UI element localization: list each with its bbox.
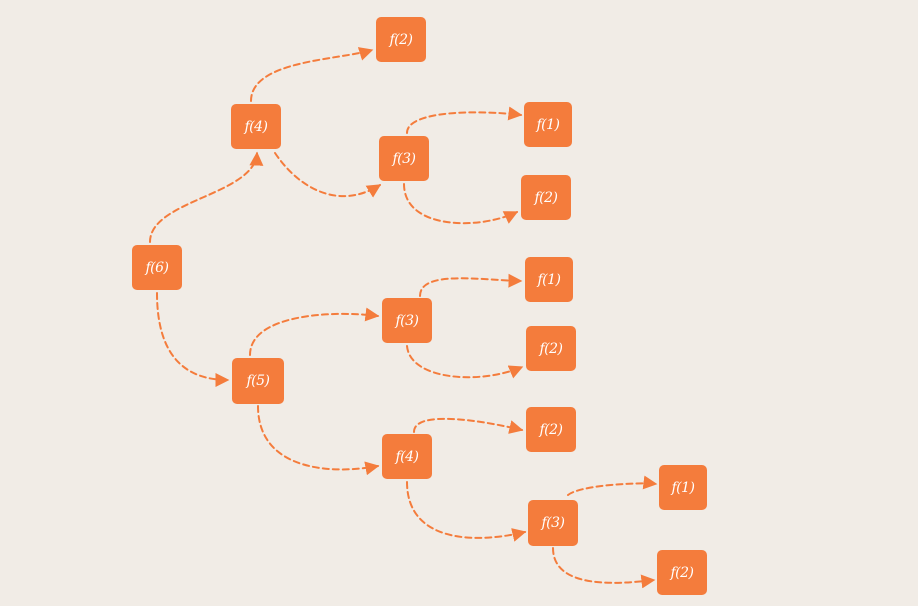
edge-f5-to-f3 [249,307,380,356]
node-f2-top[interactable]: f(2) [376,17,426,62]
node-label: f(1) [536,116,560,133]
node-f3-top[interactable]: f(3) [379,136,429,181]
node-f2-e[interactable]: f(2) [657,550,707,595]
node-label: f(1) [537,271,561,288]
node-label: f(4) [244,118,268,135]
node-f1-b[interactable]: f(1) [525,257,573,302]
edge-f3-to-f1-a [406,106,523,134]
node-f2-d[interactable]: f(2) [526,407,576,452]
node-label: f(5) [246,373,270,389]
node-label: f(2) [534,189,558,206]
node-f2-c[interactable]: f(2) [526,326,576,371]
node-label: f(1) [671,479,695,496]
node-f1-c[interactable]: f(1) [659,465,707,510]
edge-f4-to-f2-d [413,417,524,434]
node-label: f(2) [539,421,563,438]
edge-f6-to-f5 [156,292,230,387]
node-f3-bottom[interactable]: f(3) [528,500,578,546]
edge-f3-to-f1-b [419,273,523,297]
node-label: f(3) [395,312,419,329]
node-f4-left[interactable]: f(4) [231,104,281,149]
node-f1-a[interactable]: f(1) [524,102,572,147]
node-f6[interactable]: f(6) [132,245,182,290]
edge-f5-to-f4 [257,405,380,476]
edge-f4-to-f3-c [406,481,527,542]
node-f4-lower[interactable]: f(4) [382,434,432,479]
node-f3-mid[interactable]: f(3) [382,298,432,343]
edge-f4-to-f2-top [250,47,374,102]
node-label: f(2) [670,564,694,581]
node-label: f(3) [541,515,565,531]
edge-f3-to-f2-a [403,183,519,225]
node-f5[interactable]: f(5) [232,358,284,404]
edge-f4-to-f3-top [274,152,382,198]
edge-f3-to-f2-b [406,345,524,379]
node-label: f(3) [392,150,416,167]
node-label: f(2) [389,31,413,48]
node-label: f(2) [539,340,563,357]
node-label: f(6) [145,259,169,276]
node-f2-b[interactable]: f(2) [521,175,571,220]
node-label: f(4) [395,448,419,465]
edge-f3-to-f1-c [567,475,658,496]
edge-f3-to-f2-e [552,547,656,589]
edge-f6-to-f4 [149,151,264,243]
